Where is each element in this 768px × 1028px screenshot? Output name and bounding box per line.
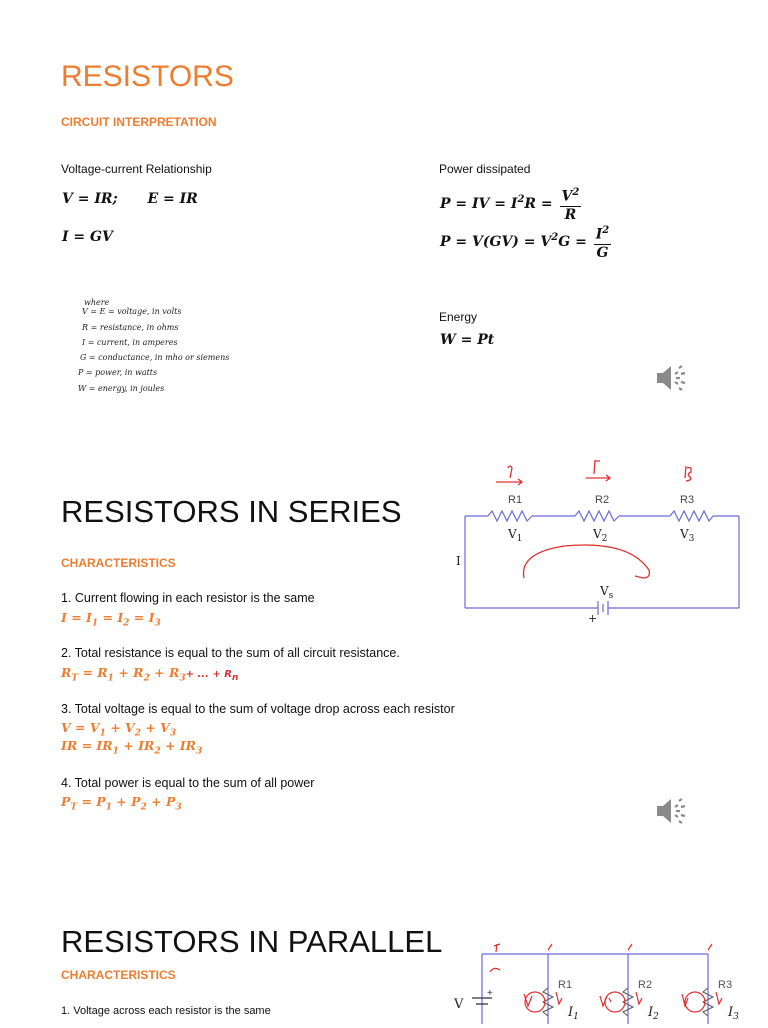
variable-definitions: where V = E = voltage, in volts R = resi… [78, 295, 278, 396]
series-circuit-diagram: R1 R2 R3 V1 V2 V3 I Vs + [450, 450, 750, 630]
where-line: I = current, in amperes [82, 337, 178, 347]
resistor-label-r1: R1 [508, 494, 522, 506]
branch-current-i3: I3 [727, 1005, 739, 1022]
parallel-resistor-label-r2: R2 [638, 979, 652, 991]
parallel-resistor-label-r1: R1 [558, 979, 572, 991]
voltage-label-v2: V2 [592, 527, 607, 544]
current-letter: I [727, 1005, 734, 1020]
voltage-subscript: 2 [602, 534, 608, 544]
voltage-letter: V [592, 527, 602, 541]
equation-w-pt: W = Pt [440, 332, 495, 348]
branch-current-i1: I1 [567, 1005, 579, 1022]
where-line: G = conductance, in mho or siemens [80, 353, 230, 363]
voltage-label-v1: V1 [507, 527, 522, 544]
where-line: V = E = voltage, in volts [82, 307, 182, 317]
polarity-plus: + [487, 988, 493, 999]
voltage-label-v3: V3 [679, 527, 695, 544]
equation-v-ir: V = IR; E = IR [62, 191, 198, 207]
speaker-icon[interactable] [654, 795, 690, 831]
series-item-4: 4. Total power is equal to the sum of al… [61, 776, 315, 790]
series-item-3: 3. Total voltage is equal to the sum of … [61, 702, 455, 716]
equation-series-resistance: RT = R1 + R2 + R3+ ... + Rn [61, 665, 239, 684]
where-line: where [84, 298, 110, 307]
section-subtitle-circuit-interpretation: CIRCUIT INTERPRETATION [61, 115, 217, 129]
parallel-voltage-label: V [453, 997, 464, 1012]
voltage-subscript: 1 [517, 534, 523, 544]
equation-series-voltage: V = V1 + V2 + V3 [61, 720, 177, 739]
series-item-1: 1. Current flowing in each resistor is t… [61, 591, 315, 605]
source-voltage-letter: V [599, 584, 609, 598]
current-letter: I [647, 1005, 654, 1020]
current-subscript: 2 [652, 1012, 659, 1022]
voltage-letter: V [507, 527, 517, 541]
section-title-resistors-in-parallel: RESISTORS IN PARALLEL [61, 924, 443, 959]
current-label-i: I [456, 554, 461, 568]
voltage-subscript: 3 [689, 534, 695, 544]
equation-series-ir: IR = IR1 + IR2 + IR3 [61, 738, 203, 757]
parallel-item-1: 1. Voltage across each resistor is the s… [61, 1005, 271, 1017]
branch-current-i2: I2 [647, 1005, 659, 1022]
power-dissipated-label: Power dissipated [439, 162, 531, 176]
parallel-resistor-label-r3: R3 [718, 979, 732, 991]
speaker-icon[interactable] [654, 362, 690, 398]
handwritten-rn-annotation: + ... + R [185, 669, 232, 680]
current-subscript: 3 [733, 1012, 739, 1022]
voltage-current-label: Voltage-current Relationship [61, 162, 212, 176]
section-title-resistors-in-series: RESISTORS IN SERIES [61, 494, 402, 529]
equation-e-ir-text: E = IR [147, 191, 198, 207]
source-voltage-subscript: s [609, 591, 614, 601]
section-subtitle-characteristics: CHARACTERISTICS [61, 556, 176, 570]
parallel-circuit-diagram: R1 R2 R3 + V I1 I2 I3 [450, 936, 760, 1024]
where-line: P = power, in watts [78, 368, 158, 378]
resistor-label-r3: R3 [680, 494, 694, 506]
section-title-resistors: RESISTORS [61, 60, 234, 93]
equation-series-current: I = I1 = I2 = I3 [61, 610, 161, 629]
source-voltage-label: Vs [599, 584, 614, 601]
where-line: R = resistance, in ohms [82, 322, 179, 332]
voltage-letter: V [679, 527, 689, 541]
energy-label: Energy [439, 310, 478, 324]
equation-series-power: PT = P1 + P2 + P3 [61, 794, 182, 813]
equation-v-ir-text: V = IR; [62, 191, 118, 207]
where-line: W = energy, in joules [78, 383, 165, 393]
current-subscript: 1 [573, 1012, 579, 1022]
current-letter: I [567, 1005, 574, 1020]
equation-i-gv: I = GV [62, 229, 113, 245]
series-item-2: 2. Total resistance is equal to the sum … [61, 646, 400, 660]
section-subtitle-characteristics-parallel: CHARACTERISTICS [61, 968, 176, 982]
resistor-label-r2: R2 [595, 494, 609, 506]
polarity-plus: + [588, 612, 597, 625]
